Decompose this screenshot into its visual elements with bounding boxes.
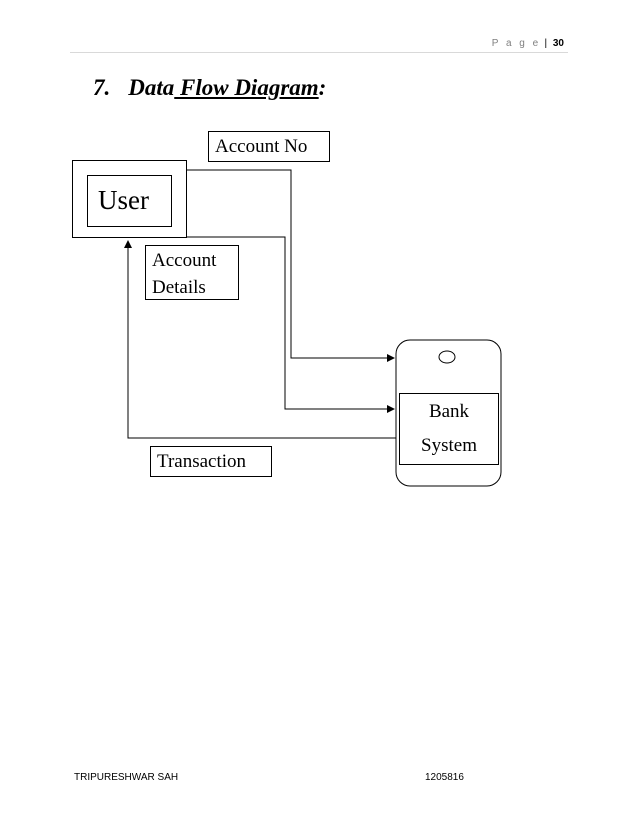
- user-entity: User: [72, 160, 187, 238]
- bank-system-label: Bank System: [399, 393, 499, 465]
- section-title-underlined: Flow Diagram: [174, 75, 319, 100]
- account-details-line1: Account: [152, 250, 217, 271]
- page-number: 30: [552, 38, 564, 49]
- account-details-flow: [187, 236, 395, 413]
- page-separator: |: [544, 38, 548, 49]
- footer-id: 1205816: [425, 772, 464, 783]
- section-title-post: :: [318, 75, 327, 100]
- section-number: 7.: [93, 75, 111, 100]
- header-rule: [70, 52, 568, 53]
- account-no-label: Account No: [208, 131, 330, 162]
- bank-system-button: [438, 350, 456, 364]
- bank-label-line2: System: [421, 435, 477, 456]
- page-header: P a g e | 30: [492, 38, 564, 49]
- account-details-label: Account Details: [145, 245, 239, 300]
- account-no-flow: [187, 169, 395, 362]
- user-label: User: [87, 175, 172, 227]
- transaction-flow: [124, 240, 396, 439]
- footer-author: TRIPURESHWAR SAH: [74, 772, 179, 783]
- account-details-line2: Details: [152, 277, 206, 298]
- transaction-label: Transaction: [150, 446, 272, 477]
- section-title-pre: Data: [128, 75, 175, 100]
- page-word: P a g e: [491, 38, 541, 49]
- section-title: 7. Data Flow Diagram:: [93, 75, 326, 101]
- bank-label-line1: Bank: [428, 401, 470, 422]
